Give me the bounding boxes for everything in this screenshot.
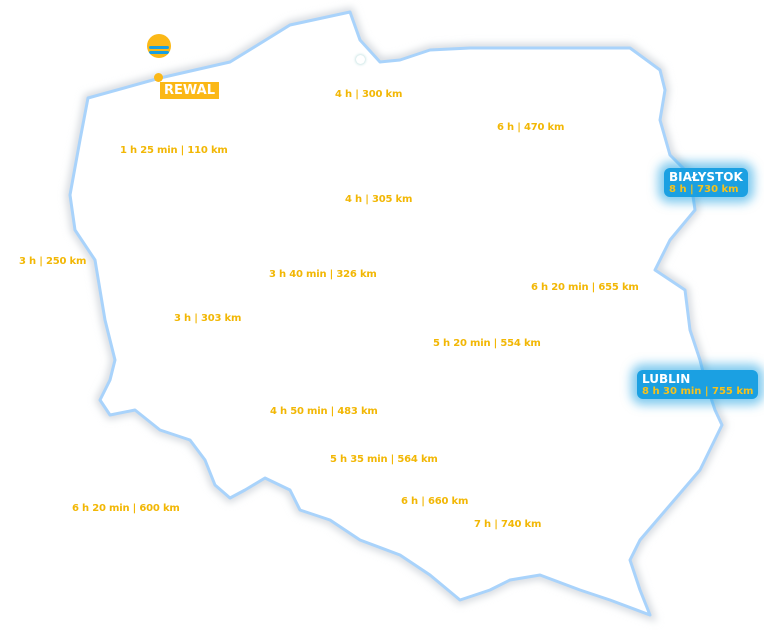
sun-wave-logo-icon	[147, 34, 171, 58]
route-label: 5 h 35 min | 564 km	[330, 454, 438, 465]
route-label: 3 h | 250 km	[19, 256, 87, 267]
route-label: 3 h 40 min | 326 km	[269, 269, 377, 280]
city-name: BIAŁYSTOK	[669, 170, 743, 184]
city-distance: 8 h | 730 km	[669, 184, 739, 195]
origin-label: REWAL	[160, 82, 219, 99]
route-label: 6 h 20 min | 655 km	[531, 282, 639, 293]
route-label: 3 h | 303 km	[174, 313, 242, 324]
city-lublin: LUBLIN 8 h 30 min | 755 km	[637, 370, 759, 399]
rewal-pin-icon	[154, 73, 163, 82]
route-label: 4 h | 300 km	[335, 89, 403, 100]
route-label: 5 h 20 min | 554 km	[433, 338, 541, 349]
route-label: 6 h 20 min | 600 km	[72, 503, 180, 514]
route-label: 4 h | 305 km	[345, 194, 413, 205]
route-label: 7 h | 740 km	[474, 519, 542, 530]
city-name: LUBLIN	[642, 372, 691, 386]
city-distance: 8 h 30 min | 755 km	[642, 386, 754, 397]
city-bialystok: BIAŁYSTOK 8 h | 730 km	[664, 168, 748, 197]
route-label: 6 h | 660 km	[401, 496, 469, 507]
route-label: 6 h | 470 km	[497, 122, 565, 133]
location-dot-icon	[356, 55, 365, 64]
route-label: 1 h 25 min | 110 km	[120, 145, 228, 156]
route-label: 4 h 50 min | 483 km	[270, 406, 378, 417]
